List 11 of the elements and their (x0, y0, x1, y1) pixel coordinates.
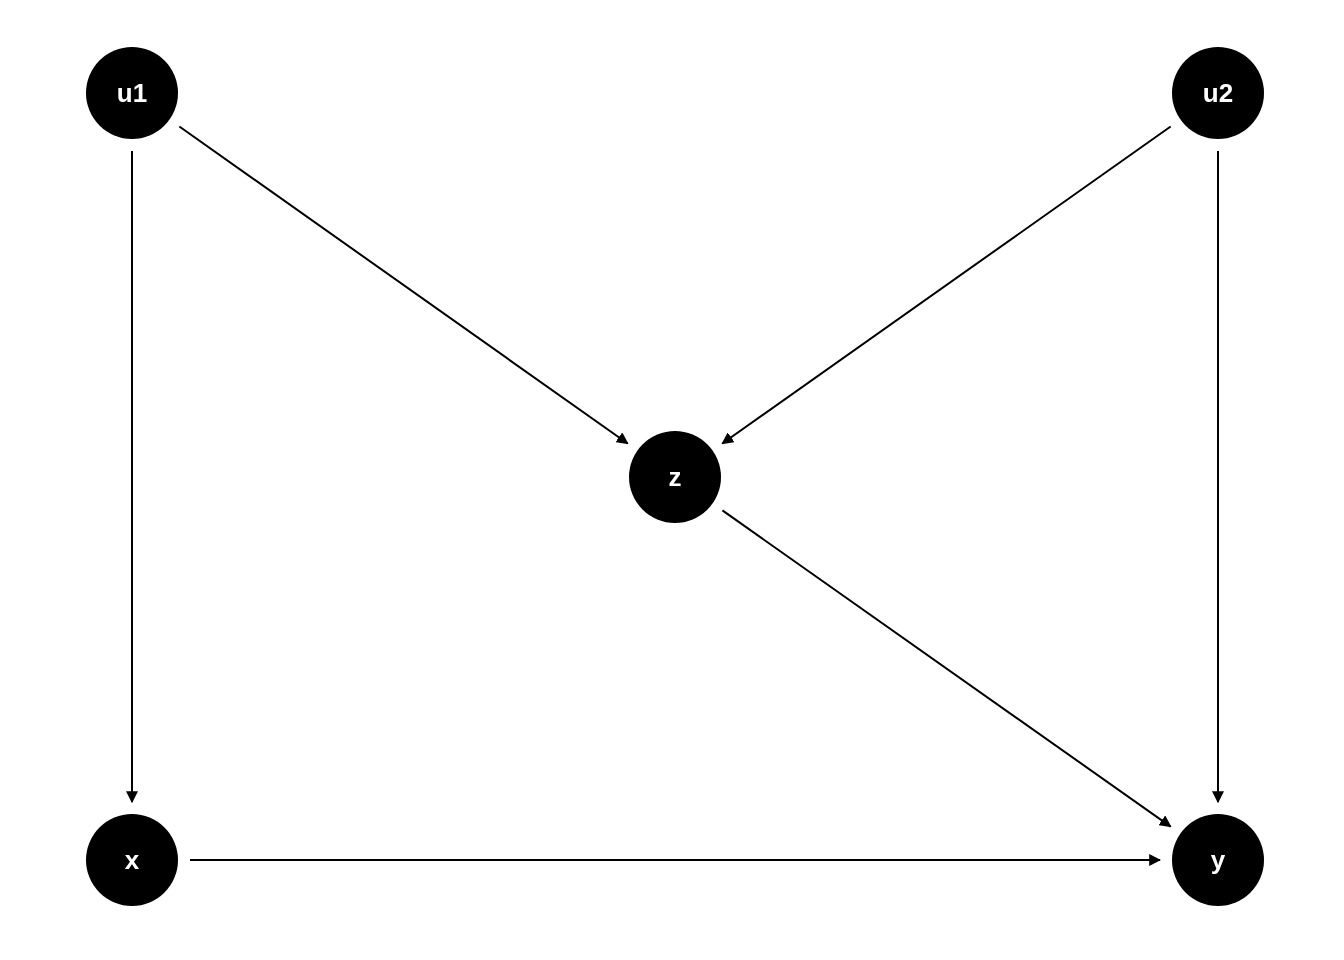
node-label: y (1210, 847, 1226, 873)
arrow (721, 125, 1172, 445)
arrow (189, 854, 1162, 866)
arrow (178, 125, 629, 445)
arrow (126, 150, 138, 804)
arrow (721, 509, 1172, 828)
node-label: x (124, 847, 140, 873)
node-label: u1 (116, 80, 148, 106)
arrow (1212, 150, 1224, 804)
node-label: z (668, 464, 682, 490)
node-label: u2 (1202, 80, 1234, 106)
